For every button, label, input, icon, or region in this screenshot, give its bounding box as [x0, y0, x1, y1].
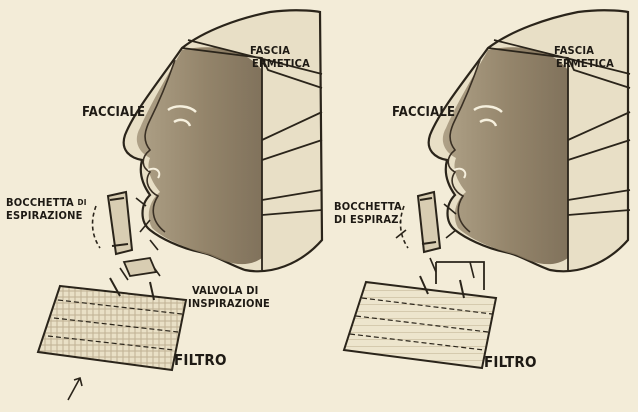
- right-label-fascia: FASCIA: [554, 44, 614, 57]
- left-label-fascia: FASCIA: [250, 44, 310, 57]
- right-label-bocchetta-group: BOCCHETTA DI ESPIRAZ.: [334, 200, 403, 226]
- right-filter-canister: [344, 282, 496, 368]
- right-label-di-espiraz: DI ESPIRAZ.: [334, 213, 403, 226]
- right-label-filtro: FILTRO: [484, 354, 537, 371]
- left-intake-arrow: [68, 378, 82, 400]
- left-label-filtro: FILTRO: [174, 352, 227, 369]
- left-label-inspirazione: INSPIRAZIONE: [188, 297, 270, 310]
- left-label-ermetica: ERMETICA: [250, 57, 310, 70]
- right-exhalation-valve: [418, 192, 440, 252]
- left-label-espirazione: ESPIRAZIONE: [6, 209, 87, 222]
- right-label-ermetica: ERMETICA: [554, 57, 614, 70]
- right-label-facciale: FACCIALE: [392, 106, 455, 119]
- right-label-bocchetta: BOCCHETTA: [334, 200, 403, 213]
- left-label-valvola: VALVOLA DI: [188, 284, 270, 297]
- left-label-facciale: FACCIALE: [82, 106, 145, 119]
- left-label-fascia-ermetica: FASCIA ERMETICA: [250, 44, 310, 70]
- left-filter-canister: [38, 286, 186, 370]
- left-exhalation-valve: [108, 192, 132, 254]
- left-label-di: DI: [78, 198, 87, 207]
- left-label-bocchetta: BOCCHETTA: [6, 196, 74, 209]
- left-label-valvola-group: VALVOLA DI INSPIRAZIONE: [188, 284, 270, 310]
- left-inhalation-valve: [124, 258, 156, 276]
- left-label-bocchetta-group: BOCCHETTA DI ESPIRAZIONE: [6, 196, 87, 222]
- right-hose: [436, 262, 484, 290]
- left-valve-dashes: [93, 206, 100, 248]
- right-label-fascia-ermetica: FASCIA ERMETICA: [554, 44, 614, 70]
